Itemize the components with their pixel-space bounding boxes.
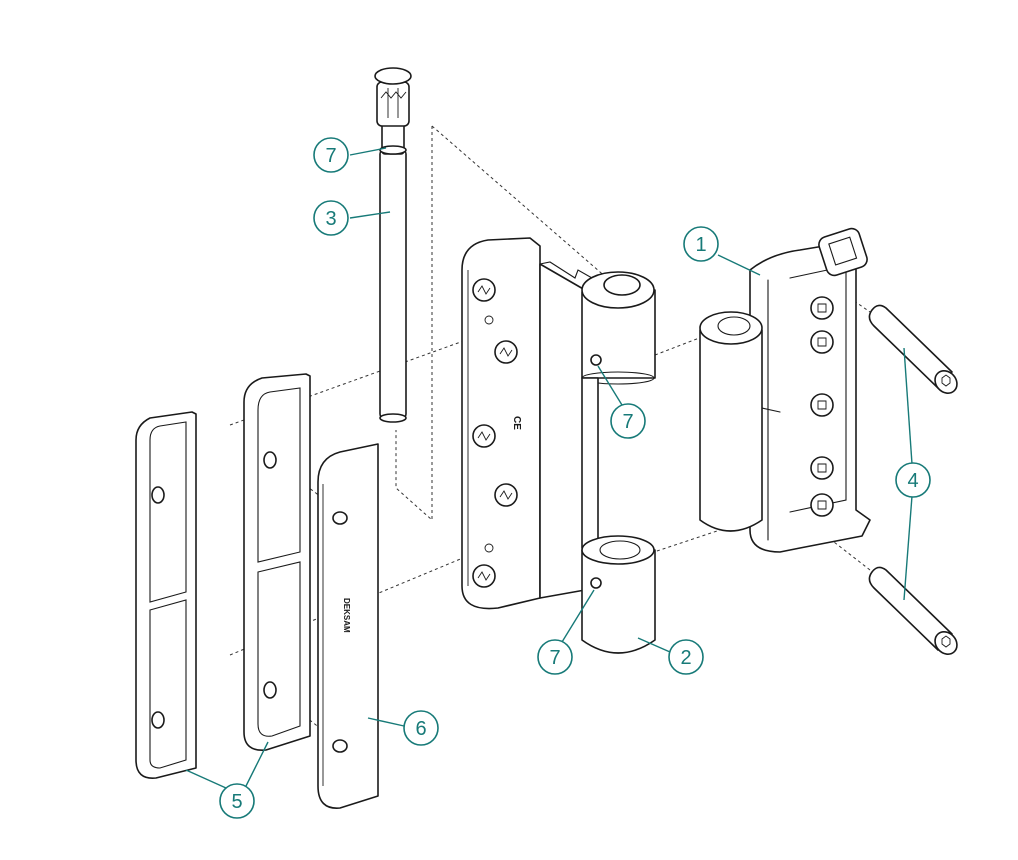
callout-6-label: 6	[415, 718, 426, 740]
callout-5-label: 5	[231, 791, 242, 813]
leader-lines	[185, 147, 913, 789]
spacer-plate-front	[243, 373, 311, 751]
hinge-leaf: CE	[461, 237, 656, 654]
callout-3: 3	[313, 200, 349, 236]
callout-7-upper-barrel-label: 7	[622, 411, 633, 433]
callout-4-label: 4	[907, 470, 918, 492]
callout-4: 4	[895, 462, 931, 498]
callout-6: 6	[403, 710, 439, 746]
callout-1-label: 1	[695, 234, 706, 256]
hinge-frame-part	[699, 227, 871, 553]
callout-7-lower-barrel: 7	[537, 639, 573, 675]
callout-7-pin: 7	[313, 137, 349, 173]
callout-5: 5	[219, 783, 255, 819]
callout-2-label: 2	[680, 647, 691, 669]
hinge-pin	[374, 67, 412, 423]
spacer-plate-rear	[135, 411, 197, 779]
callout-7-pin-label: 7	[325, 145, 336, 167]
leaf-screw-heads	[472, 278, 518, 588]
callout-3-label: 3	[325, 208, 336, 230]
fixing-bolt-upper	[868, 304, 958, 394]
cover-plate: DEKSAM	[317, 443, 379, 809]
fixing-bolts	[868, 304, 958, 655]
fixing-bolt-lower	[868, 566, 958, 655]
callout-7-lower-barrel-label: 7	[549, 647, 560, 669]
callout-2: 2	[668, 639, 704, 675]
ce-mark: CE	[511, 416, 522, 430]
callout-1: 1	[683, 226, 719, 262]
callout-7-upper-barrel: 7	[610, 403, 646, 439]
cover-plate-brand-mark: DEKSAM	[342, 598, 351, 633]
